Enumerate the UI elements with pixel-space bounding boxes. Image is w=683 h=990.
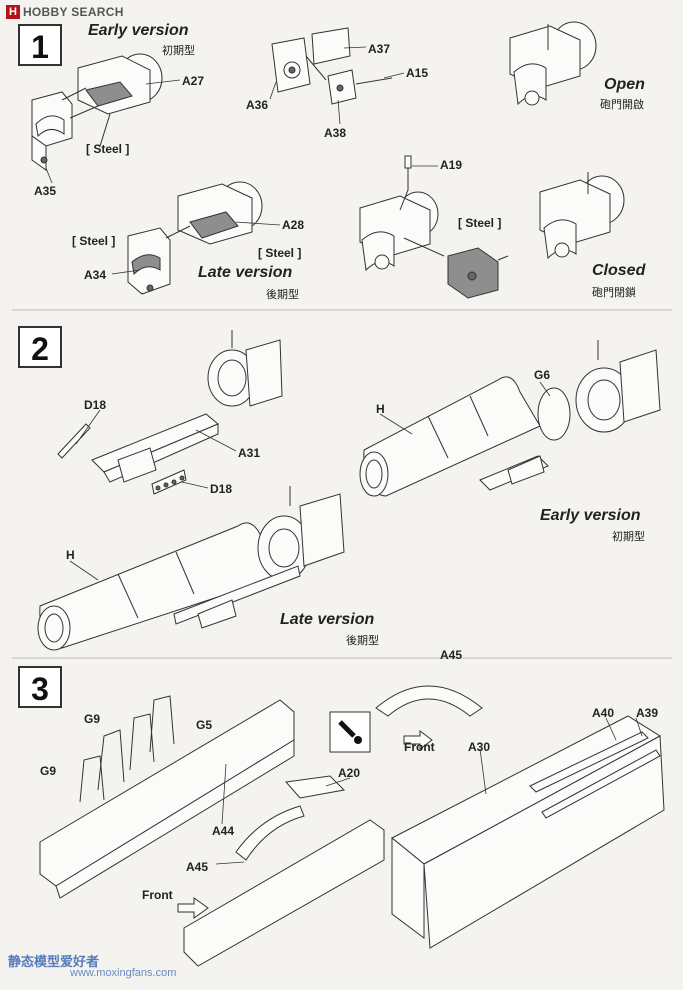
late-version-title: Late version [198,264,293,281]
part-label-a39: A39 [636,706,659,720]
part-label-h: H [66,548,75,562]
part-label-a45: A45 [186,860,209,874]
steel-label: [ Steel ] [458,216,502,230]
part-label-a27: A27 [182,74,205,88]
steel-label: [ Steel ] [72,234,116,248]
part-label-a35: A35 [34,184,57,198]
part-label-a36: A36 [246,98,269,112]
part-label-a28: A28 [282,218,305,232]
open-title: Open [604,76,645,93]
breech-block-exploded [271,27,393,105]
brand-text: HOBBY SEARCH [22,5,124,19]
part-label-a30: A30 [468,740,491,754]
front-arrow [177,897,209,919]
part-label-a37: A37 [368,42,391,56]
early-version-cn: 初期型 [612,530,645,543]
early-version-cn: 初期型 [162,44,195,57]
part-label-a38: A38 [324,126,347,140]
late-version-cn: 後期型 [346,634,379,647]
early-version-title: Early version [88,22,189,39]
part-label-d18: D18 [210,482,233,496]
watermark: 静态模型爱好者 [8,955,100,970]
trail-right-assembly [183,775,385,967]
breech-closing-sequence [359,155,509,299]
step-1-marker: 1 [18,24,62,66]
step-3-marker: 3 [18,666,62,708]
cement-icon [329,711,371,753]
trail-full-assembly [391,715,665,949]
part-label-g9: G9 [84,712,101,726]
early-version-title: Early version [540,507,641,524]
traverse-arc [375,685,483,717]
part-label-a34: A34 [84,268,107,282]
watermark-url: www.moxingfans.com [70,967,177,979]
brand-logo: H HOBBY SEARCH [6,5,124,19]
steel-label: [ Steel ] [258,246,302,260]
brand-mark: H [6,5,20,19]
steel-label: [ Steel ] [86,142,130,156]
cradle-plate-assembly [57,330,283,495]
part-label-a40: A40 [592,706,615,720]
gun-early-assembly [359,340,661,497]
late-version-title: Late version [280,611,375,628]
late-version-cn: 後期型 [266,288,299,301]
part-label-a45: A45 [440,648,463,662]
breech-early-assembly [31,53,163,171]
trail-left-assembly [39,695,295,899]
breech-closed [539,172,625,260]
part-label-a20: A20 [338,766,361,780]
part-label-a15: A15 [406,66,429,80]
part-label-g5: G5 [196,718,213,732]
part-label-g9: G9 [40,764,57,778]
front-label: Front [142,888,173,902]
gun-late-assembly [37,486,345,651]
part-label-a31: A31 [238,446,261,460]
front-label: Front [404,740,435,754]
part-label-a44: A44 [212,824,235,838]
part-label-g6: G6 [534,368,551,382]
breech-late-assembly [127,181,263,295]
part-label-h: H [376,402,385,416]
front-arrow [403,730,433,750]
part-label-a19: A19 [440,158,463,172]
step-2-marker: 2 [18,326,62,368]
open-cn: 砲門開啟 [600,98,644,111]
breech-open [509,21,597,106]
part-label-d18: D18 [84,398,107,412]
closed-title: Closed [592,262,646,279]
closed-cn: 砲門閉鎖 [592,286,636,299]
